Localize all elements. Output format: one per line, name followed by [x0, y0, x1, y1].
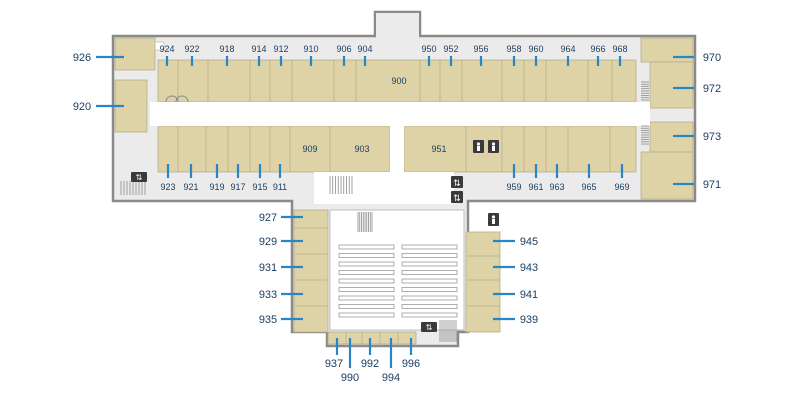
- svg-text:⇅: ⇅: [426, 323, 433, 332]
- room-label: 921: [183, 182, 198, 192]
- room-label: 952: [443, 44, 458, 54]
- room-label: 922: [184, 44, 199, 54]
- south-wing-east-rooms: [465, 231, 501, 333]
- main-corridor: [150, 102, 650, 204]
- seat-row: [338, 295, 395, 301]
- room-label: 970: [703, 52, 721, 64]
- seat-row: [401, 253, 458, 258]
- room-label: 909: [302, 144, 317, 154]
- svg-text:⇅: ⇅: [136, 173, 143, 182]
- room-label: 972: [703, 83, 721, 95]
- seat-row: [401, 287, 458, 292]
- seat-row: [338, 312, 395, 318]
- room-label: 910: [303, 44, 318, 54]
- room-label: 994: [382, 372, 400, 384]
- room-label: 914: [251, 44, 266, 54]
- room-label: 900: [391, 76, 406, 86]
- room-label: 941: [520, 289, 538, 301]
- seat-row: [338, 304, 395, 309]
- room-label: 973: [703, 131, 721, 143]
- room-label: 903: [354, 144, 369, 154]
- svg-text:⇅: ⇅: [453, 179, 461, 189]
- room-label: 964: [560, 44, 575, 54]
- svg-text:⇅: ⇅: [453, 194, 461, 204]
- room-label: 965: [581, 182, 596, 192]
- room-label: 906: [336, 44, 351, 54]
- room-label: 929: [259, 236, 277, 248]
- room-labels: 900 909 903 951 924 922 918 914 912 910 …: [159, 44, 629, 192]
- room-label: 959: [506, 182, 521, 192]
- seating-rows: [338, 244, 458, 318]
- room-label: 945: [520, 236, 538, 248]
- room-label: 935: [259, 314, 277, 326]
- room-label: 960: [528, 44, 543, 54]
- outer-room-labels: 926 920 970 972 973 971 927 929 931 933 …: [73, 52, 721, 384]
- seat-row: [401, 270, 458, 275]
- room-label: 990: [341, 372, 359, 384]
- elevator-icon: ⇅: [421, 322, 437, 332]
- room-label: 933: [259, 289, 277, 301]
- room-label: 912: [273, 44, 288, 54]
- stair-arch: [165, 95, 189, 103]
- room-label: 920: [73, 101, 91, 113]
- room-label: 996: [402, 358, 420, 370]
- seat-row: [338, 261, 395, 267]
- elevator-icon: ⇅: [451, 176, 463, 189]
- room-label: 939: [520, 314, 538, 326]
- room-label: 956: [473, 44, 488, 54]
- room-label: 904: [357, 44, 372, 54]
- seat-row: [338, 270, 395, 275]
- seat-row: [401, 295, 458, 301]
- restroom-icon: [488, 213, 499, 226]
- room-label: 992: [361, 358, 379, 370]
- room-label: 963: [549, 182, 564, 192]
- seat-row: [401, 244, 458, 250]
- room-label: 937: [325, 358, 343, 370]
- seat-row: [401, 312, 458, 318]
- room-label: 958: [506, 44, 521, 54]
- room-label: 926: [73, 52, 91, 64]
- seat-row: [401, 278, 458, 284]
- room-label: 943: [520, 262, 538, 274]
- restroom-icon: [488, 140, 499, 153]
- west-end-rooms: [114, 37, 165, 133]
- room-label: 911: [273, 182, 287, 192]
- room-label: 919: [209, 182, 224, 192]
- tower-stair: [376, 13, 419, 37]
- south-bottom-rooms: [327, 331, 417, 345]
- room-label: 968: [612, 44, 627, 54]
- restroom-icon: [473, 140, 484, 153]
- room-label: 917: [230, 182, 245, 192]
- room-label: 923: [160, 182, 175, 192]
- room-label: 915: [252, 182, 267, 192]
- elevator-icon: ⇅: [451, 191, 463, 204]
- room-label: 924: [159, 44, 174, 54]
- room-label: 961: [528, 182, 543, 192]
- seat-row: [401, 304, 458, 309]
- south-room-row-west: [157, 125, 391, 173]
- seat-row: [338, 287, 395, 292]
- room-label: 969: [614, 182, 629, 192]
- callout-lines: [96, 55, 694, 368]
- room-label: 931: [259, 262, 277, 274]
- lecture-hall: [329, 209, 465, 331]
- room-label: 966: [590, 44, 605, 54]
- room-label: 918: [219, 44, 234, 54]
- north-room-row: [157, 59, 637, 103]
- seat-row: [338, 253, 395, 258]
- elevator-icon: ⇅: [131, 172, 147, 182]
- south-wing-west-rooms: [293, 209, 329, 333]
- room-label: 971: [703, 179, 721, 191]
- seat-row: [338, 278, 395, 284]
- seat-row: [338, 244, 395, 250]
- room-label: 927: [259, 212, 277, 224]
- stairs-icon: [120, 81, 649, 342]
- room-label: 951: [431, 144, 446, 154]
- room-label: 950: [421, 44, 436, 54]
- seat-row: [401, 261, 458, 267]
